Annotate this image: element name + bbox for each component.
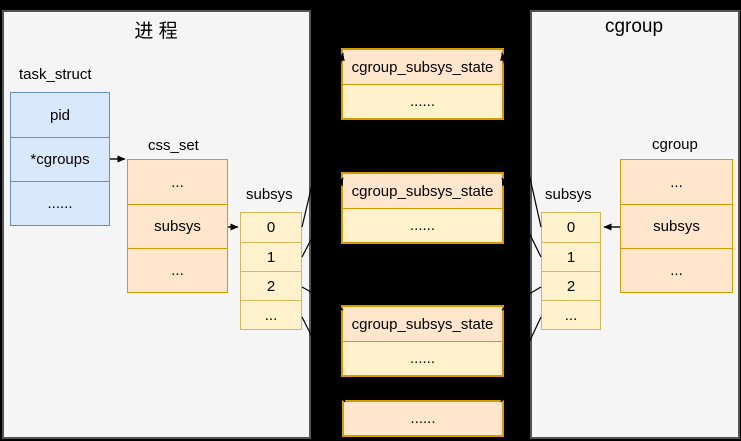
css-state-box-2-header: cgroup_subsys_state [343,174,502,209]
ellipsis-box-body: ...... [344,402,502,435]
task-struct-box: pid *cgroups ...... [10,92,110,226]
css-state-box-2-body: ...... [343,209,502,242]
left-subsys-cell-1: 1 [241,242,301,271]
process-panel-title: 进 程 [134,21,178,42]
right-subsys-cell-0: 0 [542,213,600,242]
cgroup-cell-subsys: subsys [621,204,732,248]
css-set-cell-subsys: subsys [128,204,227,248]
right-subsys-cell-2: 2 [542,271,600,300]
cgroup-panel-title: cgroup [604,16,664,37]
css-state-box-3-header: cgroup_subsys_state [343,307,502,342]
task-struct-cell-more: ...... [11,181,109,225]
css-set-cell-more-bot: ... [128,248,227,292]
css-set-box: ... subsys ... [127,159,228,293]
right-subsys-label: subsys [545,186,592,203]
cgroup-cell-more-top: ... [621,160,732,204]
task-struct-cell-pid: pid [11,93,109,137]
ellipsis-box: ...... [342,400,504,437]
css-set-cell-more-top: ... [128,160,227,204]
css-state-box-1-body: ...... [343,85,502,118]
left-subsys-label: subsys [246,186,293,203]
left-subsys-cell-more: ... [241,300,301,329]
css-state-box-1: cgroup_subsys_state ...... [341,48,504,120]
task-struct-cell-cgroups: *cgroups [11,137,109,181]
css-set-label: css_set [148,137,199,154]
right-subsys-array: 0 1 2 ... [541,212,601,330]
left-subsys-cell-2: 2 [241,271,301,300]
cgroup-struct-box: ... subsys ... [620,159,733,293]
css-state-box-1-header: cgroup_subsys_state [343,50,502,85]
left-subsys-cell-0: 0 [241,213,301,242]
left-subsys-array: 0 1 2 ... [240,212,302,330]
task-struct-label: task_struct [19,66,92,83]
cgroup-struct-label: cgroup [652,136,698,153]
right-subsys-cell-1: 1 [542,242,600,271]
css-state-box-3: cgroup_subsys_state ...... [341,305,504,377]
css-state-box-3-body: ...... [343,342,502,375]
css-state-box-2: cgroup_subsys_state ...... [341,172,504,244]
cgroup-cell-more-bot: ... [621,248,732,292]
right-subsys-cell-more: ... [542,300,600,329]
